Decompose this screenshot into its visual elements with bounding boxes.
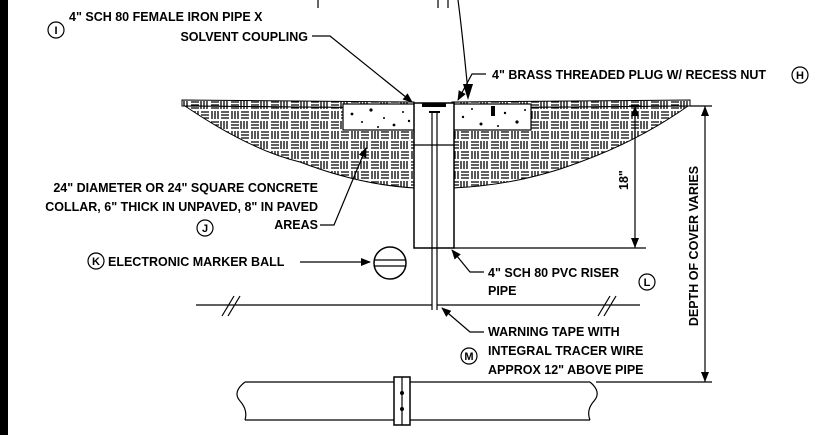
warning-tape [196, 295, 640, 317]
tape-label-2: INTEGRAL TRACER WIRE [488, 344, 643, 358]
collar-tag: J [196, 219, 214, 237]
svg-text:M: M [464, 351, 473, 363]
riser-label-1: 4" SCH 80 PVC RISER [488, 266, 619, 280]
plug-leader [457, 73, 486, 101]
coupling-leader [312, 35, 413, 103]
tape-label-1: WARNING TAPE WITH [488, 325, 620, 339]
collar-label-1: 24" DIAMETER OR 24" SQUARE CONCRETE [53, 181, 318, 195]
marker-ball [373, 246, 407, 280]
riser-leader [451, 249, 484, 273]
svg-text:H: H [796, 70, 804, 82]
riser-pipe [413, 102, 455, 310]
coupling-label-1: 4" SCH 80 FEMALE IRON PIPE X [69, 10, 263, 24]
sheet-border [0, 0, 8, 435]
riser-label-2: PIPE [488, 284, 517, 298]
marker-tag: K [87, 252, 105, 270]
coupling-label-2: SOLVENT COUPLING [180, 30, 308, 44]
collar-label-2: COLLAR, 6" THICK IN UNPAVED, 8" IN PAVED [45, 200, 318, 214]
svg-text:K: K [92, 256, 100, 268]
tape-tag: M [460, 347, 478, 365]
dimension-cover [596, 105, 712, 383]
top-leader-lines [317, 0, 469, 93]
tape-label-3: APPROX 12" ABOVE PIPE [488, 363, 644, 377]
dimension-18-label: 18" [617, 170, 631, 190]
dimension-collar [454, 105, 646, 249]
coupling-tag: I [47, 21, 65, 39]
plug-label: 4" BRASS THREADED PLUG W/ RECESS NUT [492, 68, 766, 82]
collar-label-3: AREAS [274, 218, 318, 232]
svg-text:I: I [54, 25, 57, 37]
collar-leader [320, 147, 367, 226]
plug-leader-arrowhead [463, 84, 473, 100]
tape-leader [441, 307, 484, 333]
marker-label: ELECTRONIC MARKER BALL [108, 255, 285, 269]
svg-text:L: L [644, 277, 651, 289]
main-pipe [236, 376, 598, 426]
dimension-cover-label: DEPTH OF COVER VARIES [687, 166, 701, 326]
plug-tag: H [791, 66, 809, 84]
riser-tag: L [638, 273, 656, 291]
svg-text:J: J [202, 223, 208, 235]
